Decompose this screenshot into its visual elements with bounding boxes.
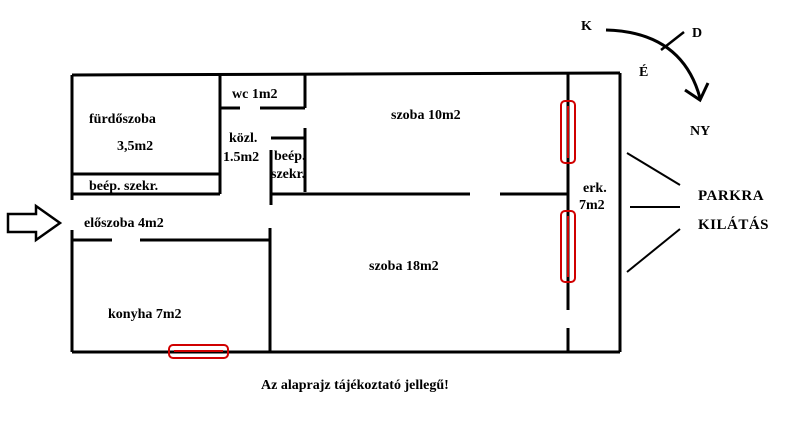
window-room-18 xyxy=(560,210,576,283)
outer-walls xyxy=(70,71,622,354)
entrance-arrow-icon xyxy=(6,203,63,243)
view-label-line-2: KILÁTÁS xyxy=(698,216,769,233)
compass-east-label: D xyxy=(692,26,702,41)
interior-walls xyxy=(72,73,570,352)
label-wc: wc 1m2 xyxy=(232,87,278,102)
footer-disclaimer: Az alaprajz tájékoztató jellegű! xyxy=(261,378,449,393)
compass-west-label: NY xyxy=(690,124,710,139)
label-builtin-small-1: beép. xyxy=(274,149,306,164)
label-bathroom: fürdőszoba xyxy=(89,112,156,127)
view-label-line-1: PARKRA xyxy=(698,188,764,204)
label-builtin-wide: beép. szekr. xyxy=(89,179,158,194)
label-builtin-small-2: szekr. xyxy=(271,167,305,182)
window-kitchen xyxy=(168,344,229,359)
window-room-10 xyxy=(560,100,576,164)
label-kitchen: konyha 7m2 xyxy=(108,307,182,322)
compass-south-label: É xyxy=(639,63,648,80)
label-room-10: szoba 10m2 xyxy=(391,108,461,123)
label-entry: előszoba 4m2 xyxy=(84,216,164,231)
compass-north-label: K xyxy=(581,19,592,34)
label-hall-1: közl. xyxy=(229,131,257,146)
compass: K D É NY xyxy=(581,19,710,139)
label-hall-2: 1.5m2 xyxy=(223,150,259,165)
compass-arrowhead-icon xyxy=(684,82,710,103)
windows xyxy=(168,100,576,359)
label-room-18: szoba 18m2 xyxy=(369,259,439,274)
label-bathroom-area: 3,5m2 xyxy=(117,139,153,154)
label-balcony-2: 7m2 xyxy=(579,198,605,213)
view-lines xyxy=(626,152,681,273)
label-balcony-1: erk. xyxy=(583,181,607,196)
